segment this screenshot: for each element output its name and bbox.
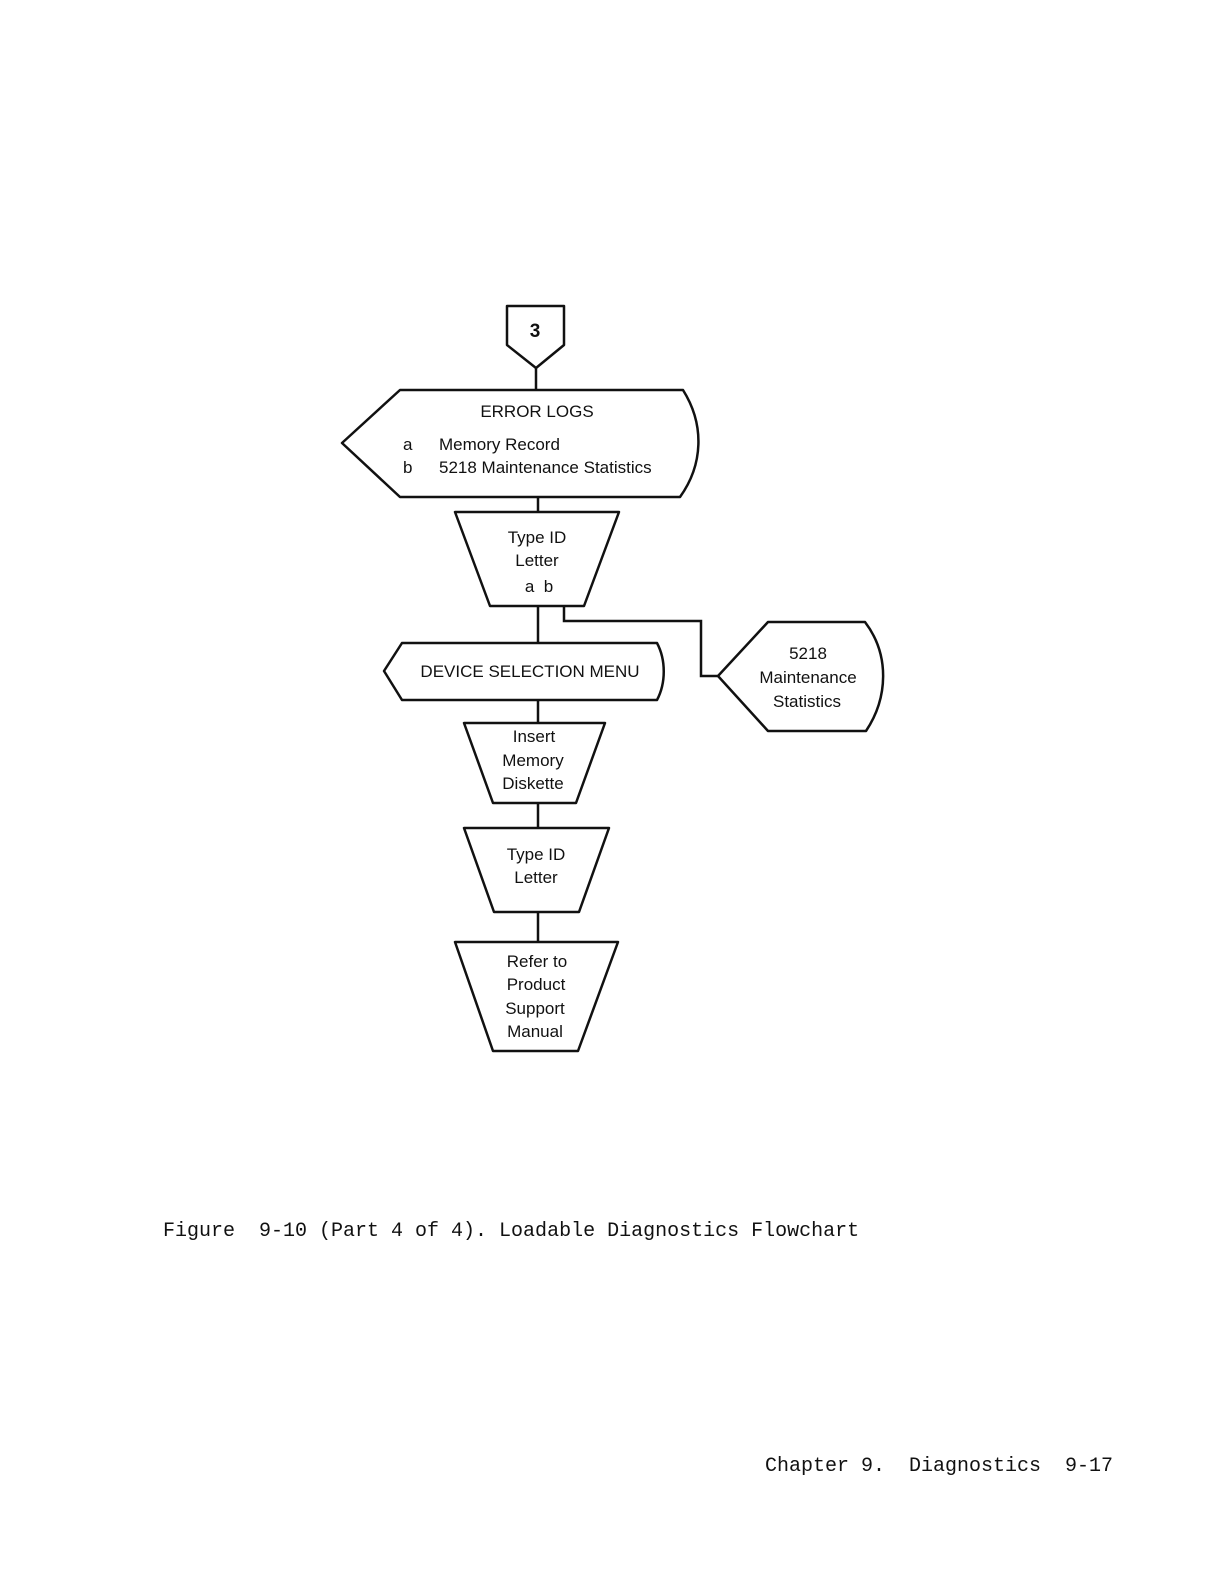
type-id-1-line-2: Letter [515,551,559,570]
figure-caption: Figure 9-10 (Part 4 of 4). Loadable Diag… [163,1220,859,1243]
error-logs-item-a-text: Memory Record [439,435,560,454]
maint-stats-line-2: Maintenance [759,668,856,687]
maint-stats-line-3: Statistics [773,692,841,711]
device-menu-label: DEVICE SELECTION MENU [420,662,639,681]
device-selection-menu-display: DEVICE SELECTION MENU [384,643,664,700]
refer-to-manual-manual-op: Refer to Product Support Manual [455,942,618,1051]
error-logs-item-a-key: a [403,435,413,454]
error-logs-title: ERROR LOGS [480,402,593,421]
maint-stats-line-1: 5218 [789,644,827,663]
refer-line-2: Product [507,975,566,994]
insert-memory-diskette-manual-op: Insert Memory Diskette [464,723,605,803]
type-id-letter-manual-op: Type ID Letter [464,828,609,912]
offpage-connector-3: 3 [507,306,564,368]
error-logs-item-b-text: 5218 Maintenance Statistics [439,458,652,477]
refer-line-4: Manual [507,1022,563,1041]
connector-label: 3 [530,321,541,342]
insert-memory-line-3: Diskette [502,774,563,793]
insert-memory-line-2: Memory [502,751,564,770]
error-logs-item-b-key: b [403,458,412,477]
type-id-letter-ab-manual-op: Type ID Letter a b [455,512,619,606]
refer-line-1: Refer to [507,952,567,971]
page-footer: Chapter 9. Diagnostics 9-17 [765,1455,1113,1478]
insert-memory-line-1: Insert [513,727,556,746]
maintenance-statistics-display: 5218 Maintenance Statistics [718,622,883,731]
error-logs-display: ERROR LOGS a Memory Record b 5218 Mainte… [342,390,698,497]
type-id-1-line-3: a b [525,577,553,596]
type-id-1-line-1: Type ID [508,528,567,547]
refer-line-3: Support [505,999,565,1018]
type-id-2-line-1: Type ID [507,845,566,864]
type-id-2-line-2: Letter [514,868,558,887]
